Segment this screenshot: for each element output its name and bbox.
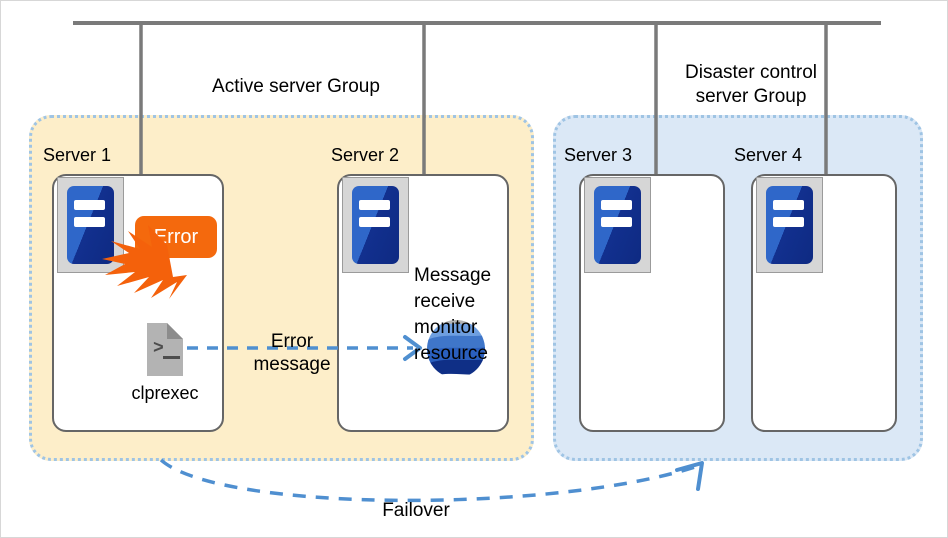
server-led-bar: [73, 199, 105, 210]
server-icon-server4: [756, 177, 823, 273]
server-unit-graphic: [352, 185, 399, 265]
server-led-bar: [358, 217, 390, 228]
group-label-disaster: Disaster control server Group: [685, 62, 817, 107]
group-label-active: Active server Group: [212, 76, 380, 97]
server-card-server3[interactable]: [579, 174, 725, 432]
failover-arrow: [159, 458, 704, 503]
server-icon-server3: [584, 177, 651, 273]
server-unit-graphic: [766, 185, 813, 265]
annotation-error-message-line1: Error message: [253, 331, 331, 375]
server-label-server3: Server 3: [564, 145, 633, 165]
annotation-error-message: Error message: [237, 284, 347, 422]
server-led-bar: [600, 199, 632, 210]
clprexec-caption: clprexec: [131, 383, 199, 403]
server-label-server1: Server 1: [43, 145, 112, 165]
server-label-server4: Server 4: [734, 145, 803, 165]
server-led-bar: [358, 199, 390, 210]
server-led-bar: [600, 217, 632, 228]
annotation-monitor-resource: Message receive monitor resource: [414, 211, 514, 419]
server-unit-graphic: [67, 185, 114, 265]
annotation-monitor-resource-text: Message receive monitor resource: [414, 265, 492, 364]
server-unit-graphic: [594, 185, 641, 265]
error-badge: Error: [135, 216, 217, 258]
server-led-bar: [772, 199, 804, 210]
annotation-failover: Failover: [382, 500, 450, 521]
server-icon-server2: [342, 177, 409, 273]
server-label-server2: Server 2: [331, 145, 400, 165]
server-led-bar: [772, 217, 804, 228]
server-icon-server1: [57, 177, 124, 273]
error-badge-label: Error: [153, 225, 199, 248]
server-led-bar: [73, 217, 105, 228]
